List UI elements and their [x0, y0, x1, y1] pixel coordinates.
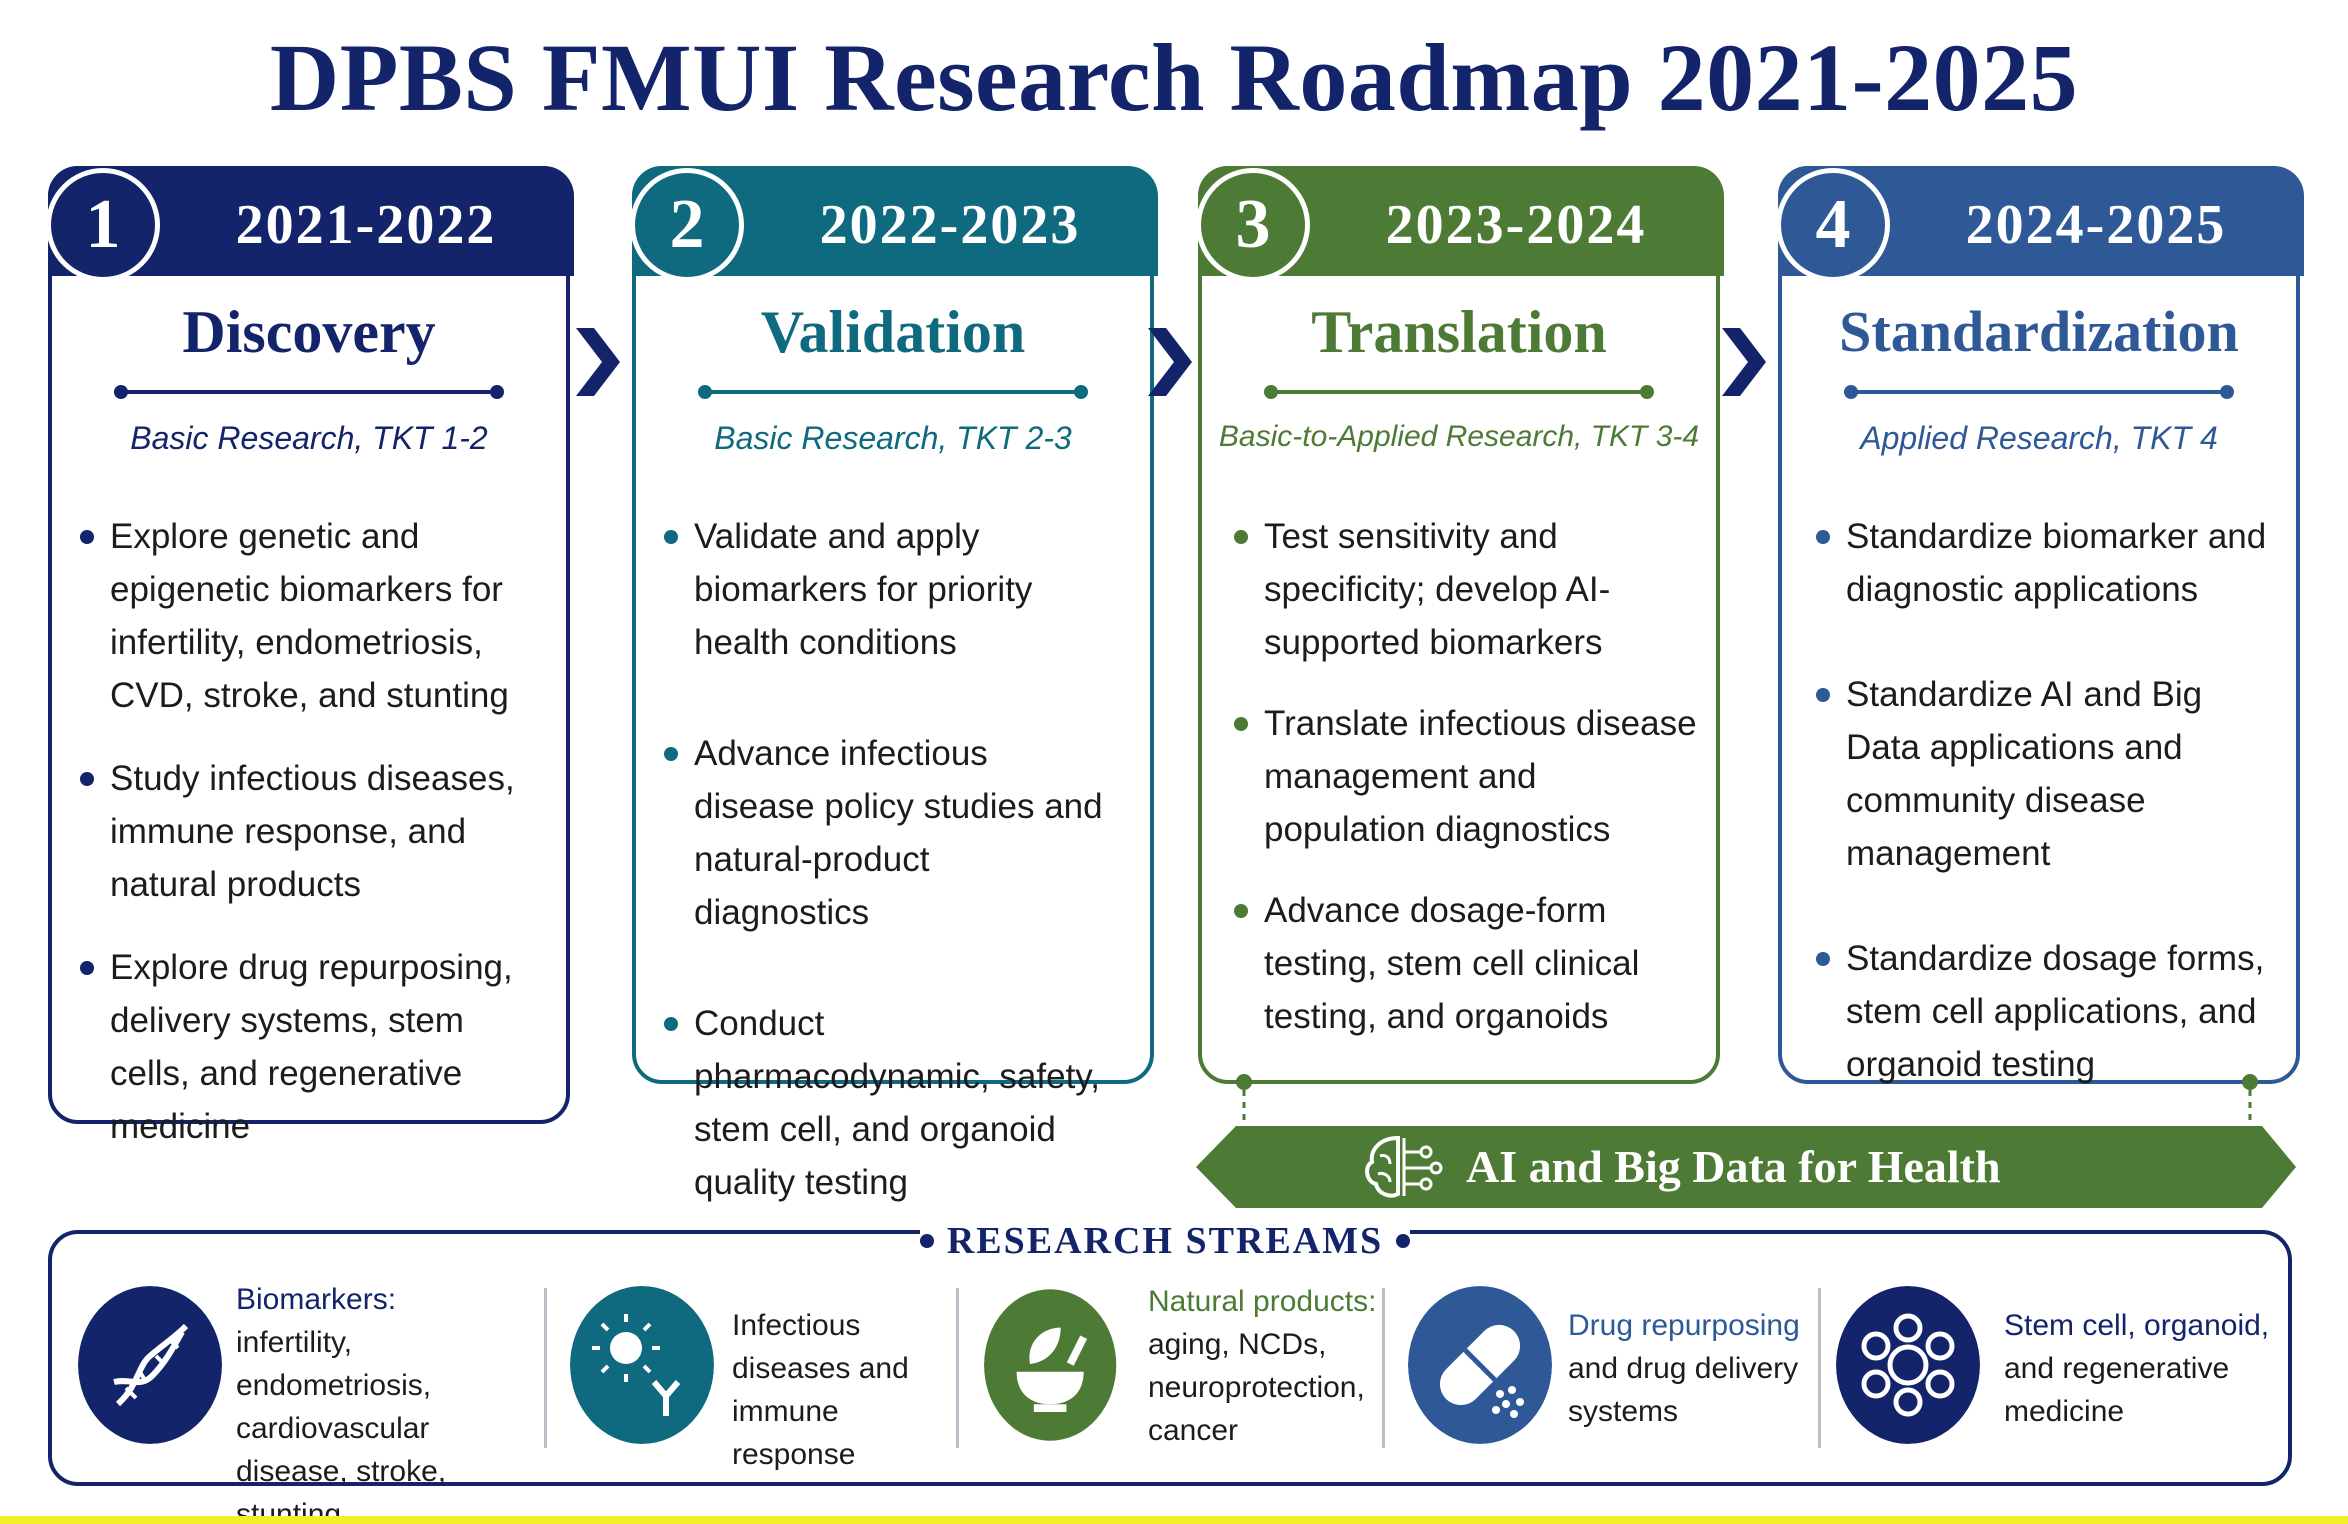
mortar-leaf-icon — [984, 1289, 1117, 1441]
phase-item: Study infectious diseases, immune respon… — [80, 752, 548, 911]
cell-cluster-icon — [1836, 1286, 1980, 1444]
phase-item: Standardize dosage forms, stem cell appl… — [1816, 932, 2280, 1091]
phase-card-standardization: 2024-2025 4 Standardization Applied Rese… — [1776, 166, 2304, 1084]
phase-item: Validate and apply biomarkers for priori… — [664, 510, 1110, 669]
phase-name: Translation — [1311, 299, 1607, 365]
phase-number-badge: 1 — [46, 168, 160, 282]
stream-description: infertility, endometriosis, cardiovascul… — [236, 1326, 447, 1524]
phase-card-validation: 2022-2023 2 Validation Basic Research, T… — [630, 166, 1158, 1202]
page-title: DPBS FMUI Research Roadmap 2021-2025 — [269, 24, 2079, 131]
phase-item: Advance dosage-form testing, stem cell c… — [1234, 884, 1706, 1043]
phase-item: Translate infectious disease management … — [1234, 697, 1706, 856]
phase-item: Test sensitivity and specificity; develo… — [1234, 510, 1706, 669]
chevron-right-icon — [1148, 328, 1192, 396]
phase-divider — [114, 385, 504, 399]
phase-item: Explore drug repurposing, delivery syste… — [80, 941, 548, 1153]
phase-years: 2023-2024 — [1385, 194, 1647, 256]
stream-biomarkers: Biomarkers: infertility, endometriosis, … — [78, 1278, 538, 1524]
phase-item: Advance infectious disease policy studie… — [664, 727, 1110, 939]
phase-item: Explore genetic and epigenetic biomarker… — [80, 510, 548, 722]
phase-card-discovery: 2021-2022 1 Discovery Basic Research, TK… — [46, 166, 574, 1146]
phase-item-list: Validate and apply biomarkers for priori… — [664, 510, 1110, 1239]
phase-number-badge: 2 — [630, 168, 744, 282]
phase-subtitle: Basic Research, TKT 2-3 — [714, 420, 1072, 456]
phase-number-badge: 4 — [1776, 168, 1890, 282]
phase-name: Standardization — [1839, 299, 2239, 364]
phase-years: 2024-2025 — [1965, 194, 2227, 256]
phase-years: 2021-2022 — [235, 194, 497, 256]
phase-divider — [1264, 385, 1654, 399]
ai-band-banner — [1196, 1126, 2296, 1208]
phase-item: Standardize AI and Big Data applications… — [1816, 668, 2280, 880]
phase-item: Standardize biomarker and diagnostic app… — [1816, 510, 2280, 616]
phase-subtitle: Basic Research, TKT 1-2 — [130, 420, 488, 456]
chevron-right-icon — [576, 328, 620, 396]
phase-item: Conduct pharmacodynamic, safety, stem ce… — [664, 997, 1110, 1209]
stream-divider — [1818, 1288, 1821, 1448]
phase-number-badge: 3 — [1196, 168, 1310, 282]
bottom-highlight-bar — [0, 1516, 2348, 1524]
capsule-icon — [1408, 1286, 1552, 1444]
phase-name: Discovery — [182, 299, 436, 365]
stream-divider — [956, 1288, 959, 1448]
stream-stem-cell: Stem cell, organoid, and regenerative me… — [1836, 1278, 2269, 1458]
virus-antibody-icon — [570, 1286, 714, 1444]
stream-description: aging, NCDs, neuroprotection, cancer — [1148, 1328, 1365, 1447]
phase-item-list: Test sensitivity and specificity; develo… — [1234, 510, 1706, 1073]
phase-subtitle: Basic-to-Applied Research, TKT 3-4 — [1218, 420, 1700, 453]
stream-divider — [1382, 1288, 1385, 1448]
dna-icon — [78, 1286, 222, 1444]
phase-divider — [1844, 385, 2234, 399]
stream-divider — [544, 1288, 547, 1448]
phase-divider — [698, 385, 1088, 399]
stream-infectious-diseases: Infectious diseases and immune response — [570, 1278, 950, 1471]
stream-heading: Drug repurposing — [1568, 1309, 1800, 1342]
phase-subtitle: Applied Research, TKT 4 — [1860, 420, 2218, 456]
brain-circuit-icon — [1365, 1135, 1443, 1198]
phase-name: Validation — [760, 299, 1026, 365]
stream-description: and drug delivery systems — [1568, 1352, 1799, 1428]
stream-description: and regenerative medicine — [2004, 1352, 2230, 1428]
stream-drug-repurposing: Drug repurposing and drug delivery syste… — [1408, 1278, 1808, 1458]
phase-item-list: Standardize biomarker and diagnostic app… — [1816, 510, 2280, 1121]
phase-years: 2022-2023 — [819, 194, 1081, 256]
stream-heading: Natural products: — [1148, 1285, 1377, 1318]
stream-heading: Stem cell, organoid, — [2004, 1309, 2270, 1342]
stream-heading: Biomarkers: — [236, 1283, 397, 1316]
stream-natural-products: Natural products: aging, NCDs, neuroprot… — [984, 1278, 1376, 1458]
research-streams-title: RESEARCH STREAMS — [920, 1218, 1410, 1264]
phase-card-translation: 2023-2024 3 Translation Basic-to-Applied… — [1196, 166, 1724, 1084]
chevron-right-icon — [1722, 328, 1766, 396]
phase-item-list: Explore genetic and epigenetic biomarker… — [80, 510, 548, 1183]
stream-description: Infectious diseases and immune response — [732, 1309, 909, 1471]
ai-band-label: AI and Big Data for Health — [1466, 1141, 2001, 1192]
